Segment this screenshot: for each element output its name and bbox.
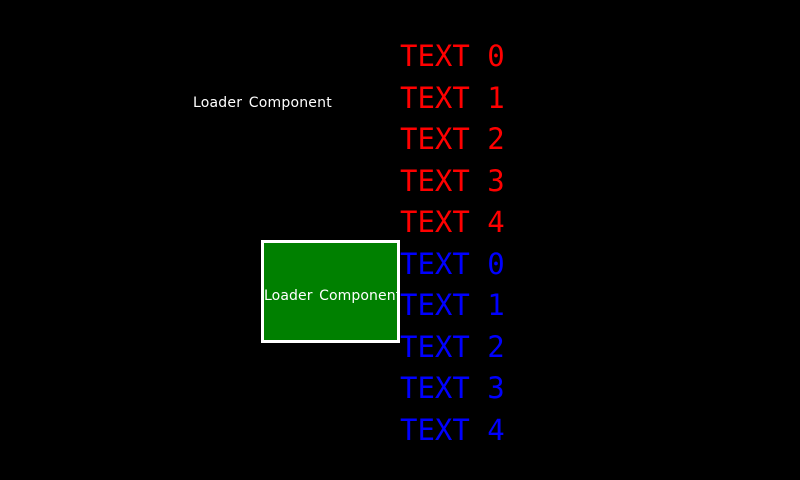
red-text-item: TEXT 4 — [400, 205, 505, 239]
loader-component-box[interactable]: Loader Component — [261, 240, 400, 343]
blue-text-item: TEXT 0 — [400, 246, 505, 281]
red-text-item: TEXT 2 — [400, 122, 505, 156]
loader-component-box-label: Loader Component — [264, 288, 400, 304]
blue-text-item: TEXT 3 — [400, 371, 505, 405]
red-text-item: TEXT 1 — [400, 80, 505, 115]
text-list: TEXT 0 TEXT 1 TEXT 2 TEXT 3 TEXT 4 TEXT … — [400, 36, 550, 451]
blue-text-item: TEXT 2 — [400, 329, 505, 364]
red-text-item: TEXT 0 — [400, 39, 505, 73]
loader-component-label: Loader Component — [193, 95, 332, 111]
blue-text-item: TEXT 4 — [400, 412, 505, 447]
blue-text-item: TEXT 1 — [400, 288, 505, 322]
red-text-item: TEXT 3 — [400, 163, 505, 198]
